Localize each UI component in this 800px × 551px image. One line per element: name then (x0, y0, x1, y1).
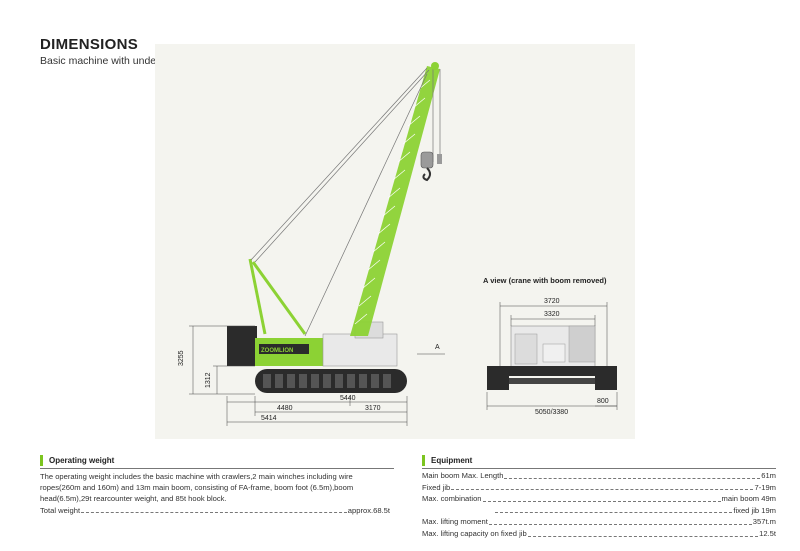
equipment-label: Max. lifting moment (422, 517, 488, 527)
equipment-value: fixed jib 19m (733, 505, 776, 515)
equipment-row: Max. combination main boom 49m (422, 493, 776, 505)
dim-5440: 5440 (340, 395, 356, 402)
equipment-label: Fixed jib (422, 482, 451, 492)
leader-dots (504, 477, 761, 479)
dim-3720: 3720 (544, 298, 560, 305)
leader-dots (81, 511, 347, 514)
equipment-value: main boom 49m (721, 494, 776, 504)
equipment-row: Fixed jib 7-19m (422, 482, 776, 494)
dim-5050-3380: 5050/3380 (535, 409, 568, 416)
brand-label: ZOOMLION (261, 348, 293, 354)
equipment-row: Main boom Max. Length 61m (422, 470, 776, 482)
dim-5414: 5414 (261, 415, 277, 422)
counterweight (227, 326, 257, 366)
equipment-label: Max. combination (422, 494, 482, 504)
equipment-row: Max. lifting moment 357t.m (422, 516, 776, 528)
total-weight-row: Total weight approx.68.5t (40, 505, 390, 516)
leader-dots (482, 500, 721, 502)
crane-dimension-drawing: ZOOMLION (155, 44, 635, 439)
dim-3320: 3320 (544, 311, 560, 318)
dim-4480: 4480 (277, 405, 293, 412)
leader-dots (527, 535, 759, 537)
operating-weight-divider (40, 468, 394, 469)
equipment-value: 7-19m (754, 482, 776, 492)
equipment-heading: Equipment (422, 455, 472, 466)
dim-3170: 3170 (365, 405, 381, 412)
a-view-title: A view (crane with boom removed) (483, 276, 607, 285)
equipment-list: Main boom Max. Length 61m Fixed jib 7-19… (422, 470, 776, 540)
a-frame (248, 258, 307, 335)
a-view-dimension-lines (486, 302, 618, 410)
pendant-ropes (250, 67, 441, 337)
page-title: DIMENSIONS (40, 36, 139, 53)
equipment-row: fixed jib 19m (422, 505, 776, 517)
boom-tip (431, 62, 439, 70)
hook-block (420, 151, 442, 182)
total-weight-value: approx.68.5t (347, 506, 390, 515)
leader-dots (451, 488, 754, 491)
side-dimension-lines (189, 325, 408, 426)
crawler-track (255, 369, 407, 393)
a-view-crane (487, 325, 617, 390)
total-weight-label: Total weight (40, 506, 81, 515)
main-boom (350, 66, 440, 336)
equipment-value: 357t.m (752, 517, 776, 527)
dim-3255: 3255 (178, 350, 185, 366)
equipment-value: 12.5t (759, 528, 776, 538)
leader-dots (495, 511, 733, 514)
equipment-value: 61m (761, 471, 776, 480)
superstructure: ZOOMLION (255, 321, 398, 367)
operating-weight-heading: Operating weight (40, 455, 114, 466)
crane-svg: ZOOMLION (178, 62, 618, 426)
view-marker: A (435, 344, 440, 351)
equipment-label: Main boom Max. Length (422, 471, 504, 480)
dim-800: 800 (597, 398, 609, 405)
operating-weight-description: The operating weight includes the basic … (40, 472, 354, 504)
leader-dots (488, 523, 752, 525)
equipment-label: Max. lifting capacity on fixed jib (422, 528, 527, 538)
equipment-divider (422, 468, 776, 469)
dim-1312: 1312 (205, 372, 212, 388)
equipment-row: Max. lifting capacity on fixed jib 12.5t (422, 528, 776, 540)
